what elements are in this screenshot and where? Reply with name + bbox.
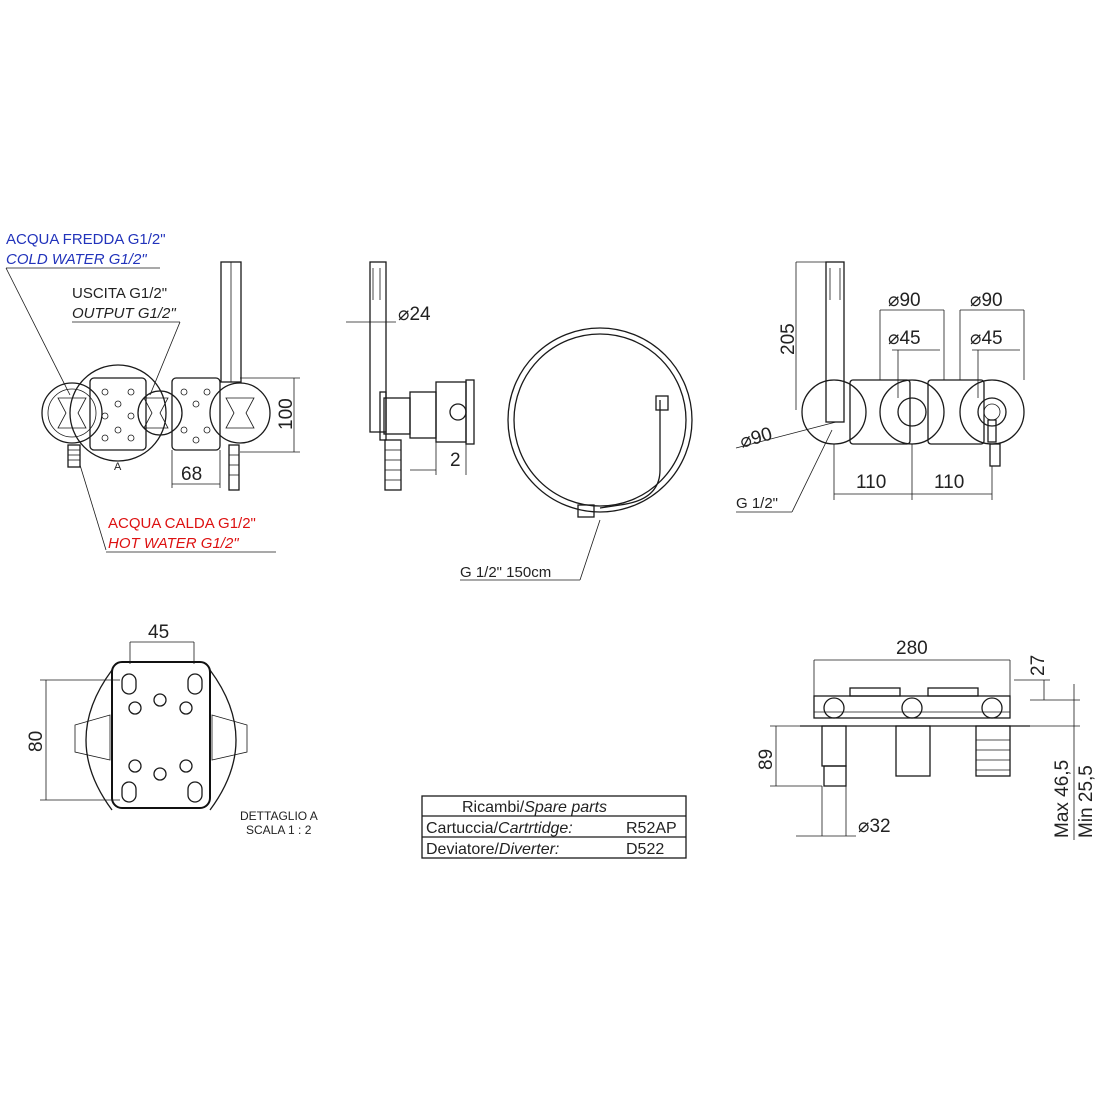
label-cold-en: COLD WATER G1/2": [6, 251, 147, 268]
dim-min: Min 25,5: [1076, 765, 1097, 838]
dim-100: 100: [276, 398, 297, 430]
hose-view: G 1/2" 150cm: [460, 327, 693, 581]
label-out-en: OUTPUT G1/2": [72, 305, 176, 322]
dim-2: 2: [450, 450, 461, 471]
label-hot-en: HOT WATER G1/2": [108, 535, 239, 552]
label-cold-it: ACQUA FREDDA G1/2": [6, 231, 166, 248]
dim-110-b: 110: [934, 472, 964, 493]
detail-title: DETTAGLIO A: [240, 809, 318, 823]
side-view: ⌀24 2: [346, 261, 475, 491]
dim-24: ⌀24: [398, 304, 431, 325]
dim-90-c: ⌀90: [738, 424, 775, 453]
dim-205: 205: [778, 323, 799, 355]
detail-a: 45 80 DETTAGLIO A SCALA 1 : 2: [26, 622, 318, 837]
spare-row-2: Deviatore/Diverter:: [426, 841, 559, 858]
spare-row-2-code: D522: [626, 841, 664, 858]
dim-90-b: ⌀90: [970, 290, 1003, 311]
dim-45-a: ⌀45: [888, 328, 921, 349]
dim-45-b: ⌀45: [970, 328, 1003, 349]
plan-view: 280 27 Max 46,5 Min 25,5 89 ⌀32: [756, 638, 1097, 840]
dim-110-a: 110: [856, 472, 886, 493]
spare-row-1-code: R52AP: [626, 820, 677, 837]
label-out-it: USCITA G1/2": [72, 285, 167, 302]
spare-parts-table: Ricambi/Spare parts Cartuccia/Cartrtidge…: [421, 795, 687, 859]
detail-scale: SCALA 1 : 2: [246, 823, 312, 837]
dim-max: Max 46,5: [1052, 760, 1073, 838]
dim-80: 80: [26, 731, 47, 752]
spare-title: Ricambi/Spare parts: [462, 799, 607, 816]
spare-row-1: Cartuccia/Cartrtidge:: [426, 820, 573, 837]
detail-marker: A: [114, 461, 122, 473]
dim-27: 27: [1028, 655, 1049, 676]
dim-45-c: 45: [148, 622, 169, 643]
dim-280: 280: [896, 638, 928, 659]
front-view-right: 205 ⌀90 ⌀90 ⌀45 ⌀45 ⌀90 110 110: [735, 261, 1025, 513]
dim-90-a: ⌀90: [888, 290, 921, 311]
front-view-left: ACQUA FREDDA G1/2" COLD WATER G1/2" USCI…: [5, 231, 300, 553]
dim-89: 89: [756, 749, 777, 770]
label-hose: G 1/2" 150cm: [460, 564, 551, 581]
label-hot-it: ACQUA CALDA G1/2": [108, 515, 256, 532]
label-g-half: G 1/2": [736, 495, 778, 512]
dim-68: 68: [181, 464, 202, 485]
dim-32: ⌀32: [858, 816, 891, 837]
